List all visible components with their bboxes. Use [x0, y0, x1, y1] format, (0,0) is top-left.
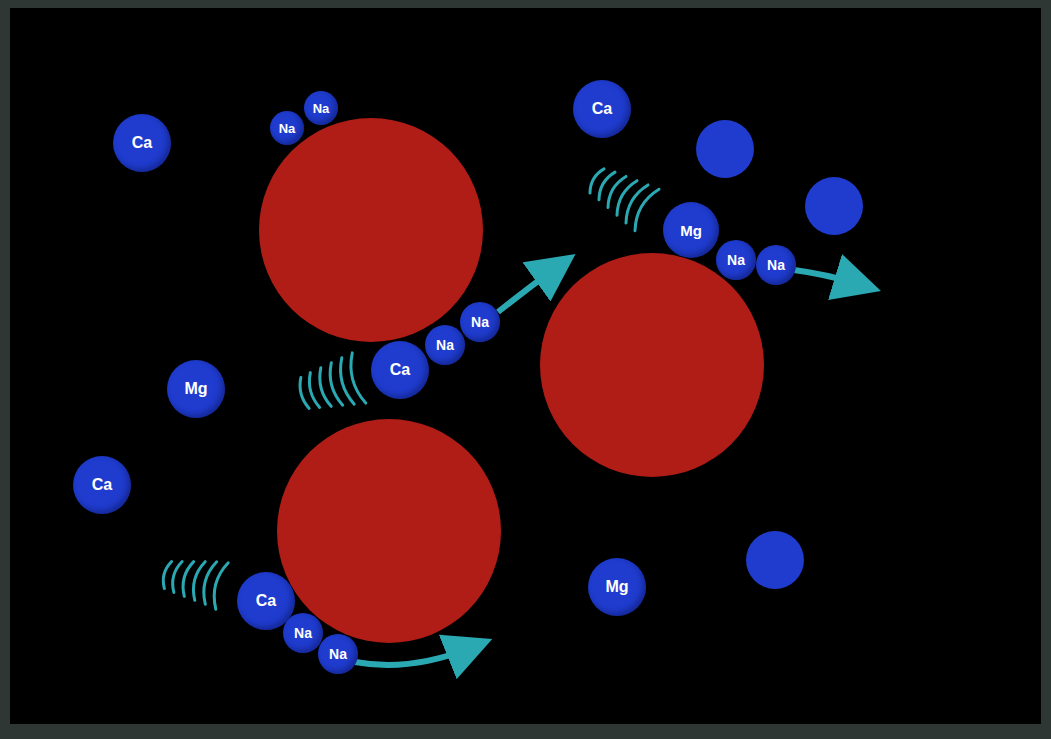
- ion-circle: Na: [716, 240, 756, 280]
- ion-symbol: Na: [313, 102, 330, 115]
- ion-symbol: Na: [294, 626, 312, 640]
- ion-symbol: Na: [329, 647, 347, 661]
- ion: [746, 531, 804, 589]
- ion-symbol: Ca: [390, 362, 410, 378]
- ion-symbol: Ca: [132, 135, 152, 151]
- motion-lines: [161, 560, 229, 609]
- direction-arrow: [355, 648, 470, 665]
- ion-circle: Na: [756, 245, 796, 285]
- resin-bead: [259, 118, 483, 342]
- ion: [696, 120, 754, 178]
- ion-symbol: Na: [279, 122, 296, 135]
- ion-circle: Ca: [573, 80, 631, 138]
- ion-circle: Na: [283, 613, 323, 653]
- ion-symbol: Ca: [592, 101, 612, 117]
- ion-symbol: Ca: [92, 477, 112, 493]
- ion-symbol: Na: [767, 258, 785, 272]
- ion-symbol: Mg: [184, 381, 207, 397]
- resin-bead: [277, 419, 501, 643]
- ion-circle: Mg: [588, 558, 646, 616]
- direction-arrow: [498, 268, 556, 312]
- motion-lines: [297, 353, 366, 410]
- ion-symbol: Ca: [256, 593, 276, 609]
- ion-circle: Na: [460, 302, 500, 342]
- ion-circle: Ca: [73, 456, 131, 514]
- ion-symbol: Na: [727, 253, 745, 267]
- ion-circle: Na: [425, 325, 465, 365]
- ion-circle: Ca: [113, 114, 171, 172]
- direction-arrow: [794, 270, 858, 284]
- ion-circle: Na: [304, 91, 338, 125]
- ion-circle: Mg: [167, 360, 225, 418]
- ion-symbol: Mg: [680, 223, 702, 238]
- ion: [805, 177, 863, 235]
- resin-bead: [540, 253, 764, 477]
- ion-symbol: Na: [471, 315, 489, 329]
- ion-circle: Mg: [663, 202, 719, 258]
- ion-circle: Ca: [371, 341, 429, 399]
- motion-lines: [587, 167, 659, 231]
- ion-symbol: Na: [436, 338, 454, 352]
- ion-circle: Na: [318, 634, 358, 674]
- ion-circle: Na: [270, 111, 304, 145]
- ion-symbol: Mg: [605, 579, 628, 595]
- black-ground: [10, 8, 1041, 724]
